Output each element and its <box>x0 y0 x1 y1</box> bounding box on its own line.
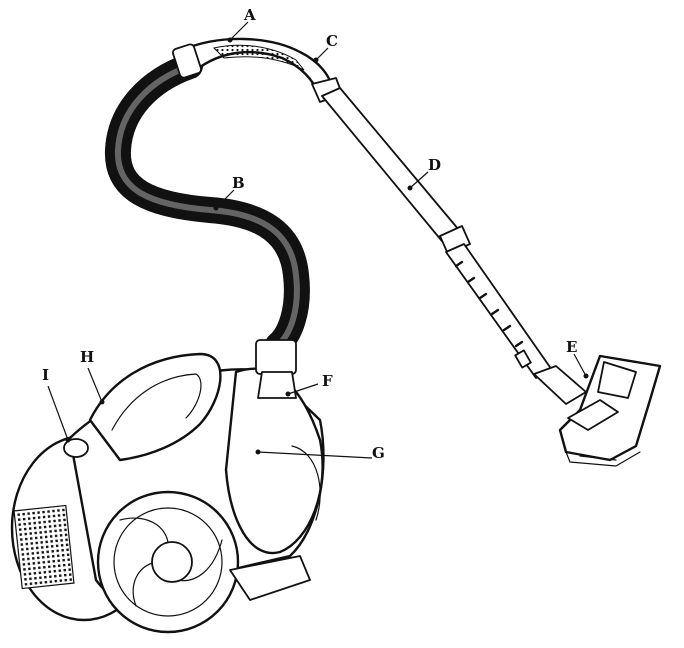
exhaust-grille <box>13 504 75 590</box>
telescopic-tube <box>321 87 553 379</box>
label-E: E <box>566 338 577 356</box>
label-F: F <box>322 372 333 390</box>
canister-body <box>10 339 325 634</box>
callout-I: I <box>42 366 71 443</box>
label-C: C <box>326 32 338 50</box>
handle-assembly <box>172 37 343 103</box>
label-H: H <box>80 348 94 366</box>
floor-brush <box>533 354 662 467</box>
callout-G: G <box>255 444 385 462</box>
callout-A: A <box>227 6 256 43</box>
label-A: A <box>243 6 256 24</box>
tube-adjust-slots <box>454 260 524 348</box>
callout-C: C <box>313 32 338 63</box>
flexible-hose <box>104 53 310 358</box>
callout-B: B <box>213 174 245 211</box>
callout-E: E <box>566 338 589 379</box>
label-B: B <box>232 174 245 192</box>
label-G: G <box>372 444 385 462</box>
callout-D: D <box>407 156 441 191</box>
callout-F: F <box>285 372 333 397</box>
callout-H: H <box>80 348 105 405</box>
label-D: D <box>428 156 441 174</box>
label-I: I <box>42 366 49 384</box>
